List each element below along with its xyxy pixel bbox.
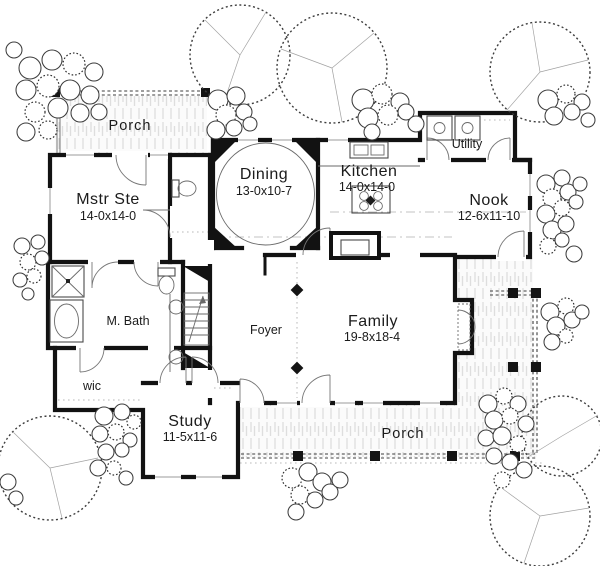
nook-porch-door-swing: [497, 230, 525, 258]
study-door-left-swing: [159, 356, 187, 384]
study-dims: 11-5x11-6: [163, 430, 217, 444]
nook-dims: 12-6x11-10: [458, 209, 520, 223]
porch-post: [508, 288, 518, 298]
tree: [489, 21, 591, 123]
porch-post: [293, 451, 303, 461]
column-post: [290, 361, 304, 375]
tree: [521, 395, 600, 477]
bush-cluster-front-center: [0, 462, 349, 521]
fixtures: [49, 115, 510, 401]
dining-dims: 13-0x10-7: [236, 184, 292, 198]
utility-door-left-swing: [426, 137, 450, 161]
porch-post: [370, 451, 380, 461]
mstr-door-swing: [142, 209, 171, 238]
kitchen-label: Kitchen: [341, 163, 398, 180]
bath-toilet-fixture: [157, 267, 176, 295]
porch-post: [447, 451, 457, 461]
utility-label: Utility: [452, 137, 483, 151]
bush-cluster-left-edge: [12, 234, 50, 301]
bush-cluster-top-middle: [351, 83, 425, 141]
family-dims: 19-8x18-4: [344, 330, 400, 344]
washer-dryer-units: [426, 115, 510, 141]
bathtub-fixture: [49, 299, 84, 343]
closet-rods: [58, 231, 234, 401]
tree: [489, 465, 591, 566]
porch-post: [531, 362, 541, 372]
family-label: Family: [348, 313, 398, 330]
room-labels: Porch Mstr Ste 14-0x14-0 Dining 13-0x10-…: [76, 118, 520, 444]
wic-label: wic: [82, 379, 101, 393]
vanity-sinks: [168, 294, 184, 372]
study-label: Study: [168, 413, 211, 430]
media-niche: [457, 303, 476, 351]
dining-label: Dining: [240, 166, 288, 183]
dining-ceiling-oval: [216, 142, 315, 246]
bush-cluster-top-left: [5, 41, 108, 142]
front-door-swing: [239, 378, 265, 404]
tree: [276, 12, 388, 124]
foyer-label: Foyer: [250, 323, 282, 337]
bush-cluster-nook-right: [536, 169, 588, 263]
powder-toilet-fixture: [171, 179, 197, 198]
bush-cluster-side-porch: [540, 297, 590, 351]
shrubs: [0, 41, 596, 521]
porch-door-swing: [115, 154, 147, 186]
utility-door-right-swing: [487, 137, 511, 161]
bush-cluster-utility-right: [537, 84, 596, 128]
wic-door-swing: [79, 347, 105, 373]
door-swings: [79, 137, 525, 404]
mstr-ste-dims: 14-0x14-0: [80, 209, 136, 223]
foyer-colonnade: [290, 262, 304, 398]
kitchen-dims: 14-0x14-0: [339, 180, 395, 194]
bath-door-swing: [91, 261, 119, 289]
rear-porch-label: Porch: [109, 118, 152, 134]
porch-post: [531, 288, 541, 298]
kitchen-sink-fixture: [318, 141, 420, 167]
bush-cluster-porch-corner: [477, 387, 535, 489]
mstr-ste-label: Mstr Ste: [76, 191, 140, 208]
nook-label: Nook: [469, 192, 509, 209]
bush-cluster-study-left: [89, 403, 142, 486]
wall-openings: [46, 136, 534, 481]
family-porch-door-swing: [301, 374, 331, 404]
shower-fixture: [51, 265, 85, 298]
column-post: [290, 283, 304, 297]
m-bath-label: M. Bath: [106, 314, 149, 328]
fireplace: [329, 231, 381, 260]
kitchen-island-cooktop: [351, 185, 391, 214]
study-door-right-swing: [191, 356, 219, 384]
porch-post: [508, 362, 518, 372]
staircase: [183, 292, 210, 346]
porch-post: [201, 88, 210, 97]
bush-cluster-porch-right: [206, 86, 258, 140]
front-porch-label: Porch: [382, 426, 425, 442]
